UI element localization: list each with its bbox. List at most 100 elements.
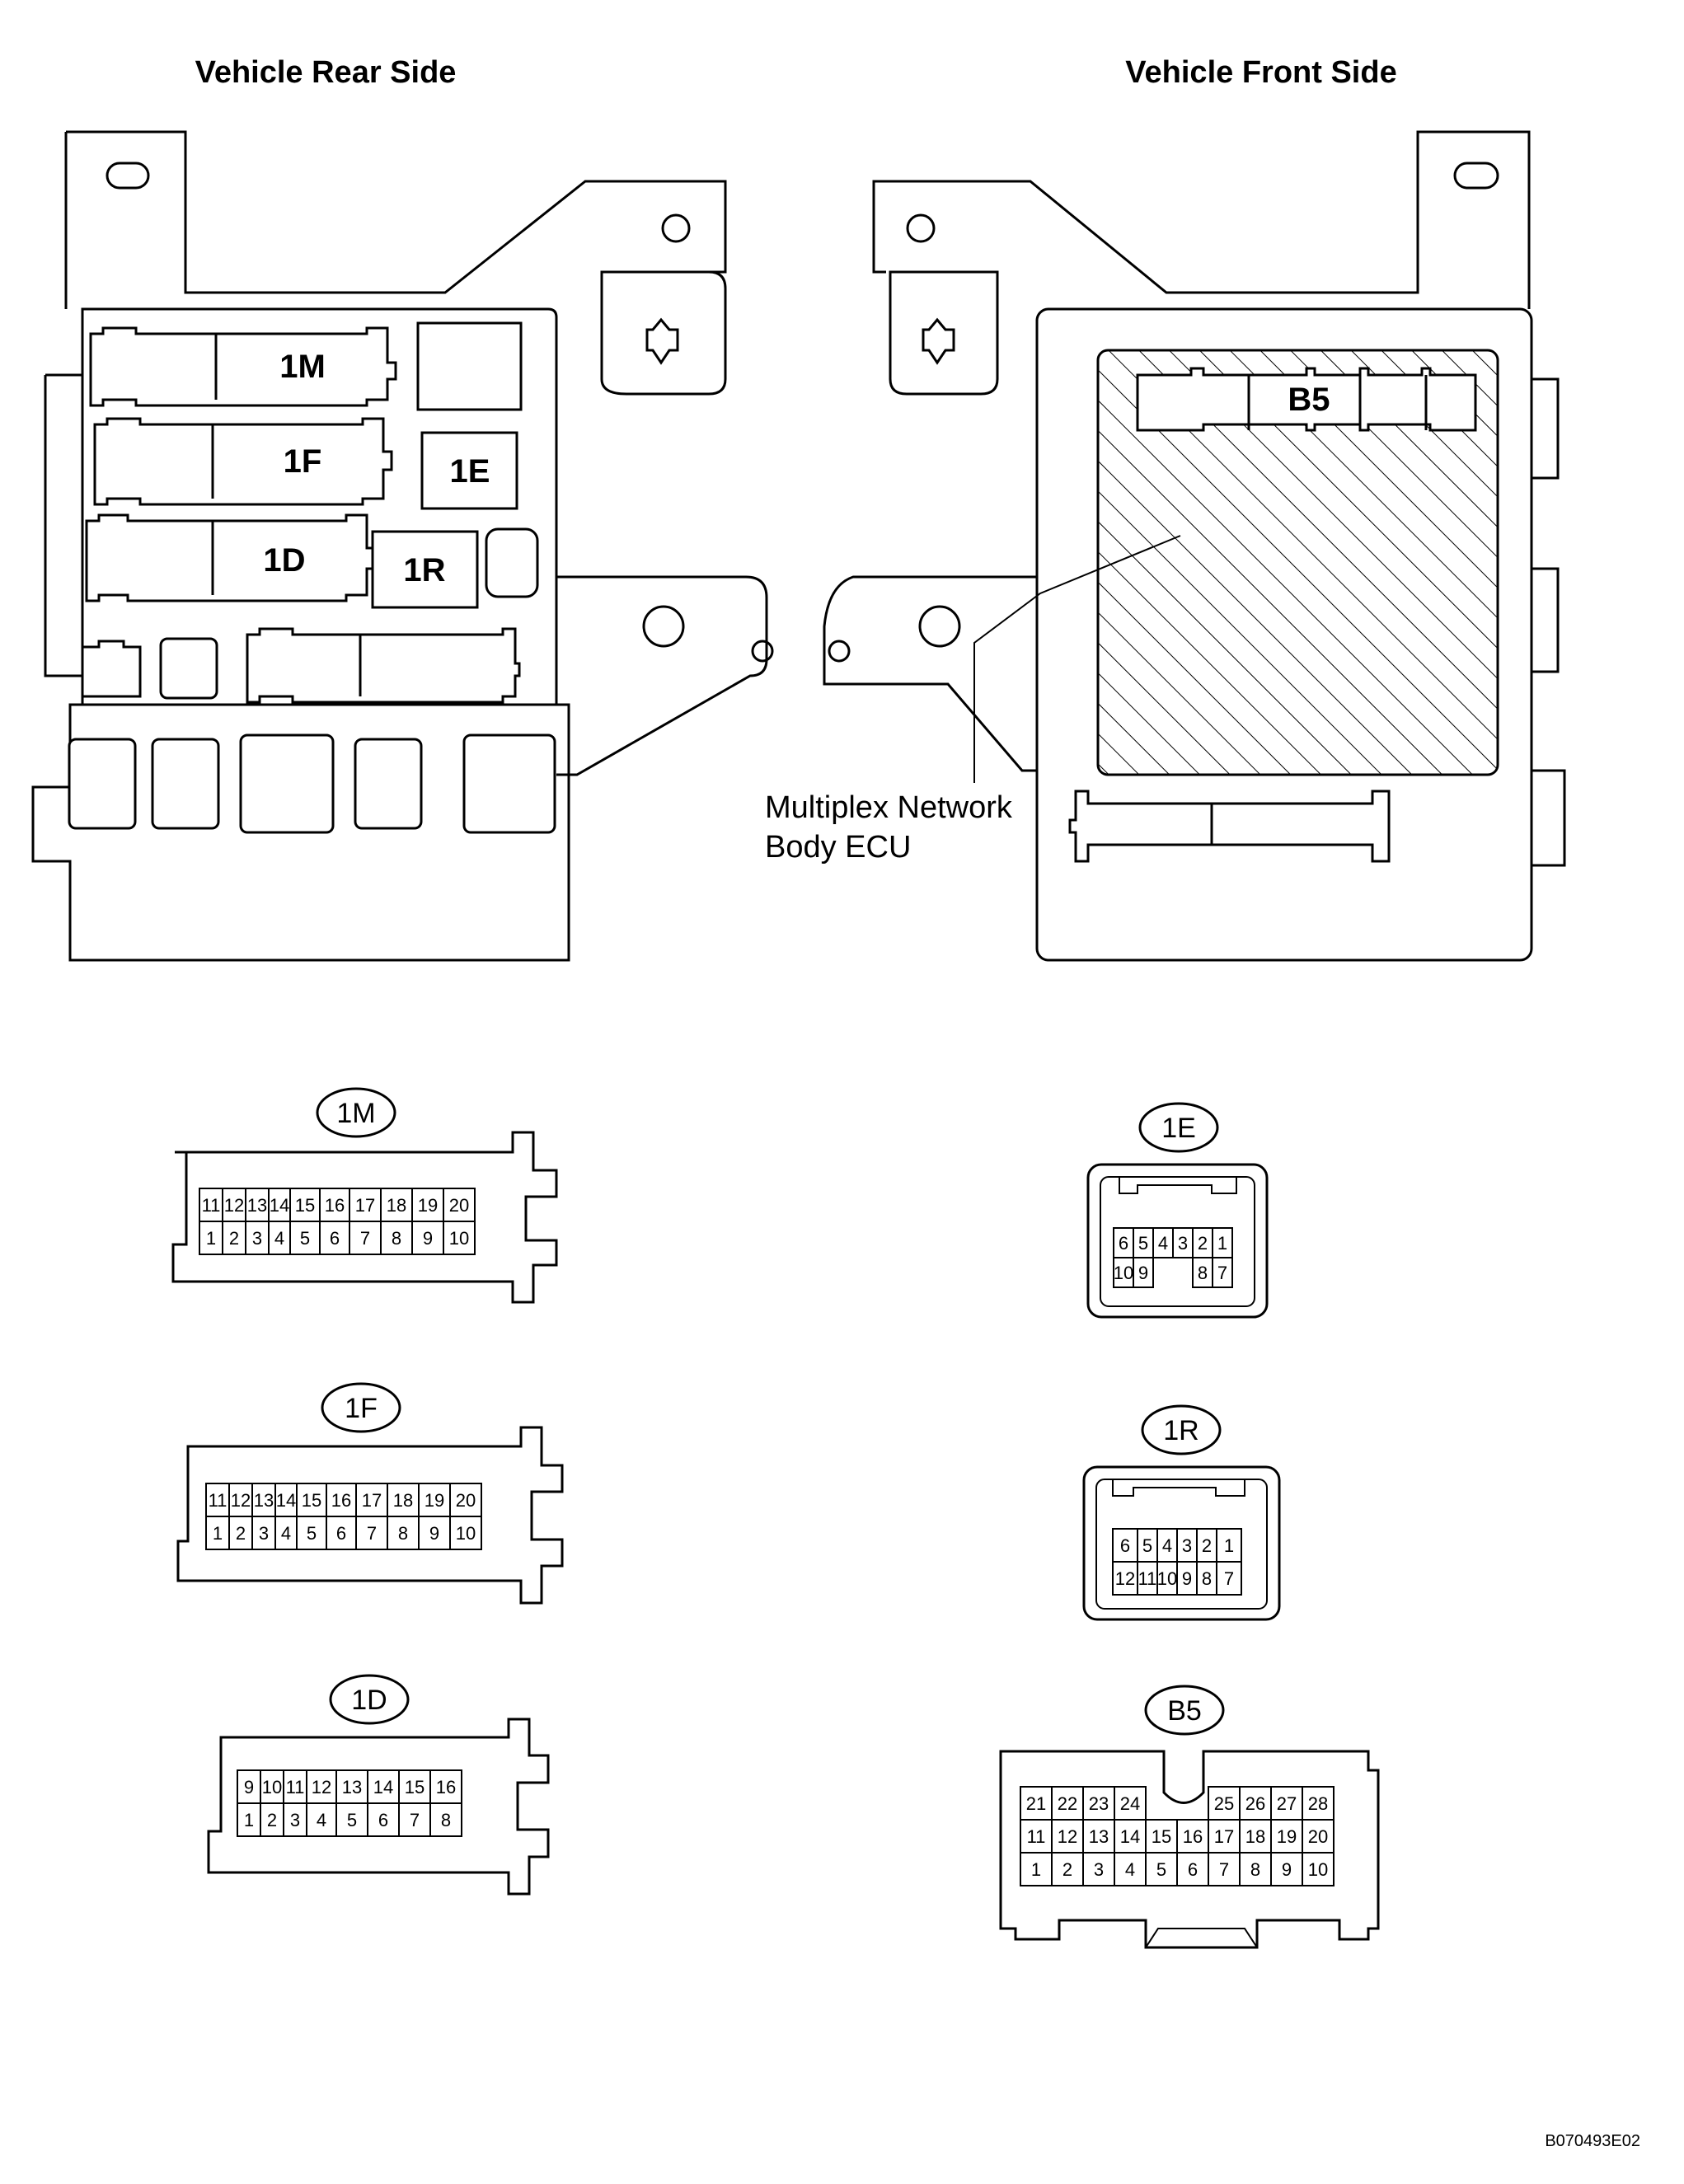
pin-label-1e-bot-b-8: 8: [1198, 1263, 1208, 1283]
pin-label-1d-top-15: 15: [405, 1777, 425, 1797]
pin-label-b5-r3-4: 4: [1125, 1859, 1135, 1880]
pin-label-b5-r2-18: 18: [1245, 1826, 1265, 1847]
pin-label-1e-top-3: 3: [1178, 1233, 1188, 1254]
pin-label-1m-bot-9: 9: [423, 1228, 433, 1249]
pin-label-b5-r2-19: 19: [1277, 1826, 1297, 1847]
pin-label-1f-top-18: 18: [393, 1490, 413, 1511]
pin-label-b5-r3-5: 5: [1156, 1859, 1166, 1880]
pin-label-b5-r2-17: 17: [1214, 1826, 1234, 1847]
pin-cell-b5-r1b-26: [1239, 1786, 1272, 1821]
pin-label-1d-top-11: 11: [286, 1777, 305, 1797]
pin-label-1r-top-1: 1: [1224, 1535, 1234, 1556]
pin-cell-1e-bot-a-9: [1133, 1257, 1154, 1288]
pin-cell-1m-bot-7: [349, 1221, 382, 1255]
pin-label-b5-r2-11: 11: [1027, 1826, 1046, 1847]
pin-label-1d-bot-7: 7: [410, 1810, 420, 1830]
pin-cell-b5-r1b-27: [1270, 1786, 1303, 1821]
pin-cell-1r-top-4: [1156, 1528, 1178, 1563]
pin-cell-b5-r3-3: [1082, 1852, 1115, 1886]
pin-cell-1e-top-6: [1113, 1227, 1134, 1258]
pin-cell-1f-top-15: [296, 1483, 327, 1517]
pin-label-1f-top-11: 11: [209, 1490, 228, 1511]
pin-label-1m-bot-2: 2: [229, 1228, 239, 1249]
pin-label-1d-top-16: 16: [436, 1777, 456, 1797]
pin-label-1r-top-3: 3: [1182, 1535, 1192, 1556]
pin-cell-b5-r3-5: [1145, 1852, 1178, 1886]
pin-cell-1f-bot-1: [205, 1516, 230, 1550]
connector-key-b5: [1145, 1928, 1258, 1948]
multiplex-network-body-ecu: [1096, 349, 1499, 776]
pin-label-1m-bot-3: 3: [252, 1228, 262, 1249]
pin-label-b5-r3-8: 8: [1250, 1859, 1260, 1880]
pin-cell-1m-bot-4: [268, 1221, 291, 1255]
rear-junction-block: 1M 1F 1E 1D 1R: [31, 130, 774, 962]
pin-cell-1m-bot-5: [289, 1221, 321, 1255]
pin-label-b5-r3-9: 9: [1282, 1859, 1292, 1880]
connector-oval-1r: [1141, 1404, 1222, 1455]
connector-oval-1e: [1138, 1102, 1219, 1153]
pin-label-1d-bot-8: 8: [441, 1810, 451, 1830]
pin-cell-b5-r1a-24: [1114, 1786, 1147, 1821]
pin-label-1r-top-6: 6: [1120, 1535, 1130, 1556]
pin-label-1e-top-6: 6: [1119, 1233, 1128, 1254]
pin-cell-b5-r1b-28: [1302, 1786, 1335, 1821]
pin-label-1f-bot-10: 10: [456, 1523, 476, 1544]
connector-housing-1m: [171, 1131, 558, 1304]
callout-line-1: Multiplex Network: [765, 790, 1013, 825]
pin-cell-1r-top-6: [1112, 1528, 1138, 1563]
pin-label-b5-r2-13: 13: [1089, 1826, 1109, 1847]
pin-label-b5-r2-12: 12: [1058, 1826, 1077, 1847]
pin-cell-b5-r2-15: [1145, 1819, 1178, 1854]
pin-cell-1d-top-13: [335, 1769, 368, 1804]
front-junction-block: B5 Multiplex Network Body ECU: [765, 130, 1566, 962]
pin-label-1f-bot-9: 9: [429, 1523, 439, 1544]
pin-cell-1m-top-13: [245, 1188, 270, 1222]
connector-oval-1f: [321, 1382, 401, 1433]
connector-name-1r: 1R: [1163, 1415, 1199, 1446]
pin-cell-1e-top-5: [1133, 1227, 1154, 1258]
connector-name-b5: B5: [1167, 1695, 1202, 1727]
pin-label-1r-top-5: 5: [1142, 1535, 1152, 1556]
pin-cell-1d-bot-1: [237, 1802, 261, 1837]
pin-cell-1d-top-10: [260, 1769, 284, 1804]
pin-label-1f-top-15: 15: [302, 1490, 321, 1511]
pin-label-1m-top-19: 19: [418, 1195, 438, 1216]
pin-label-1f-top-17: 17: [362, 1490, 382, 1511]
pin-label-1f-bot-3: 3: [259, 1523, 269, 1544]
pin-cell-1m-top-20: [443, 1188, 476, 1222]
pin-label-1r-bot-12: 12: [1115, 1568, 1135, 1589]
rear-label-1d: 1D: [263, 542, 305, 579]
pin-label-1e-bot-a-10: 10: [1114, 1263, 1133, 1283]
pin-label-1f-top-14: 14: [276, 1490, 296, 1511]
pin-label-1f-bot-6: 6: [336, 1523, 346, 1544]
pin-label-1f-bot-1: 1: [213, 1523, 223, 1544]
pin-cell-1m-top-17: [349, 1188, 382, 1222]
callout-line-2: Body ECU: [765, 830, 911, 865]
pin-cell-1m-bot-10: [443, 1221, 476, 1255]
pin-label-1m-top-15: 15: [295, 1195, 315, 1216]
pin-label-1e-bot-a-9: 9: [1138, 1263, 1148, 1283]
pin-label-1m-bot-7: 7: [360, 1228, 370, 1249]
connector-inner-1e: [1100, 1176, 1255, 1307]
pin-label-1f-top-20: 20: [456, 1490, 476, 1511]
pin-label-1r-top-4: 4: [1162, 1535, 1172, 1556]
pin-cell-1d-bot-5: [335, 1802, 368, 1837]
pin-cell-1f-bot-2: [228, 1516, 253, 1550]
rear-side-title: Vehicle Rear Side: [195, 55, 457, 90]
pin-label-1e-top-1: 1: [1217, 1233, 1227, 1254]
pin-label-b5-r3-2: 2: [1062, 1859, 1072, 1880]
pin-label-b5-r1a-22: 22: [1058, 1793, 1077, 1814]
pin-label-1d-top-10: 10: [262, 1777, 282, 1797]
pin-cell-1f-top-19: [418, 1483, 451, 1517]
pin-label-1d-top-14: 14: [373, 1777, 393, 1797]
pin-label-1r-bot-10: 10: [1157, 1568, 1177, 1589]
pin-label-1m-bot-8: 8: [392, 1228, 401, 1249]
front-label-b5: B5: [1288, 382, 1330, 418]
pin-label-1m-bot-1: 1: [206, 1228, 216, 1249]
connector-housing-1f: [176, 1426, 564, 1605]
pin-label-1d-bot-5: 5: [347, 1810, 357, 1830]
pin-label-1f-bot-8: 8: [398, 1523, 408, 1544]
pin-label-1f-top-13: 13: [254, 1490, 274, 1511]
pin-cell-b5-r3-8: [1239, 1852, 1272, 1886]
